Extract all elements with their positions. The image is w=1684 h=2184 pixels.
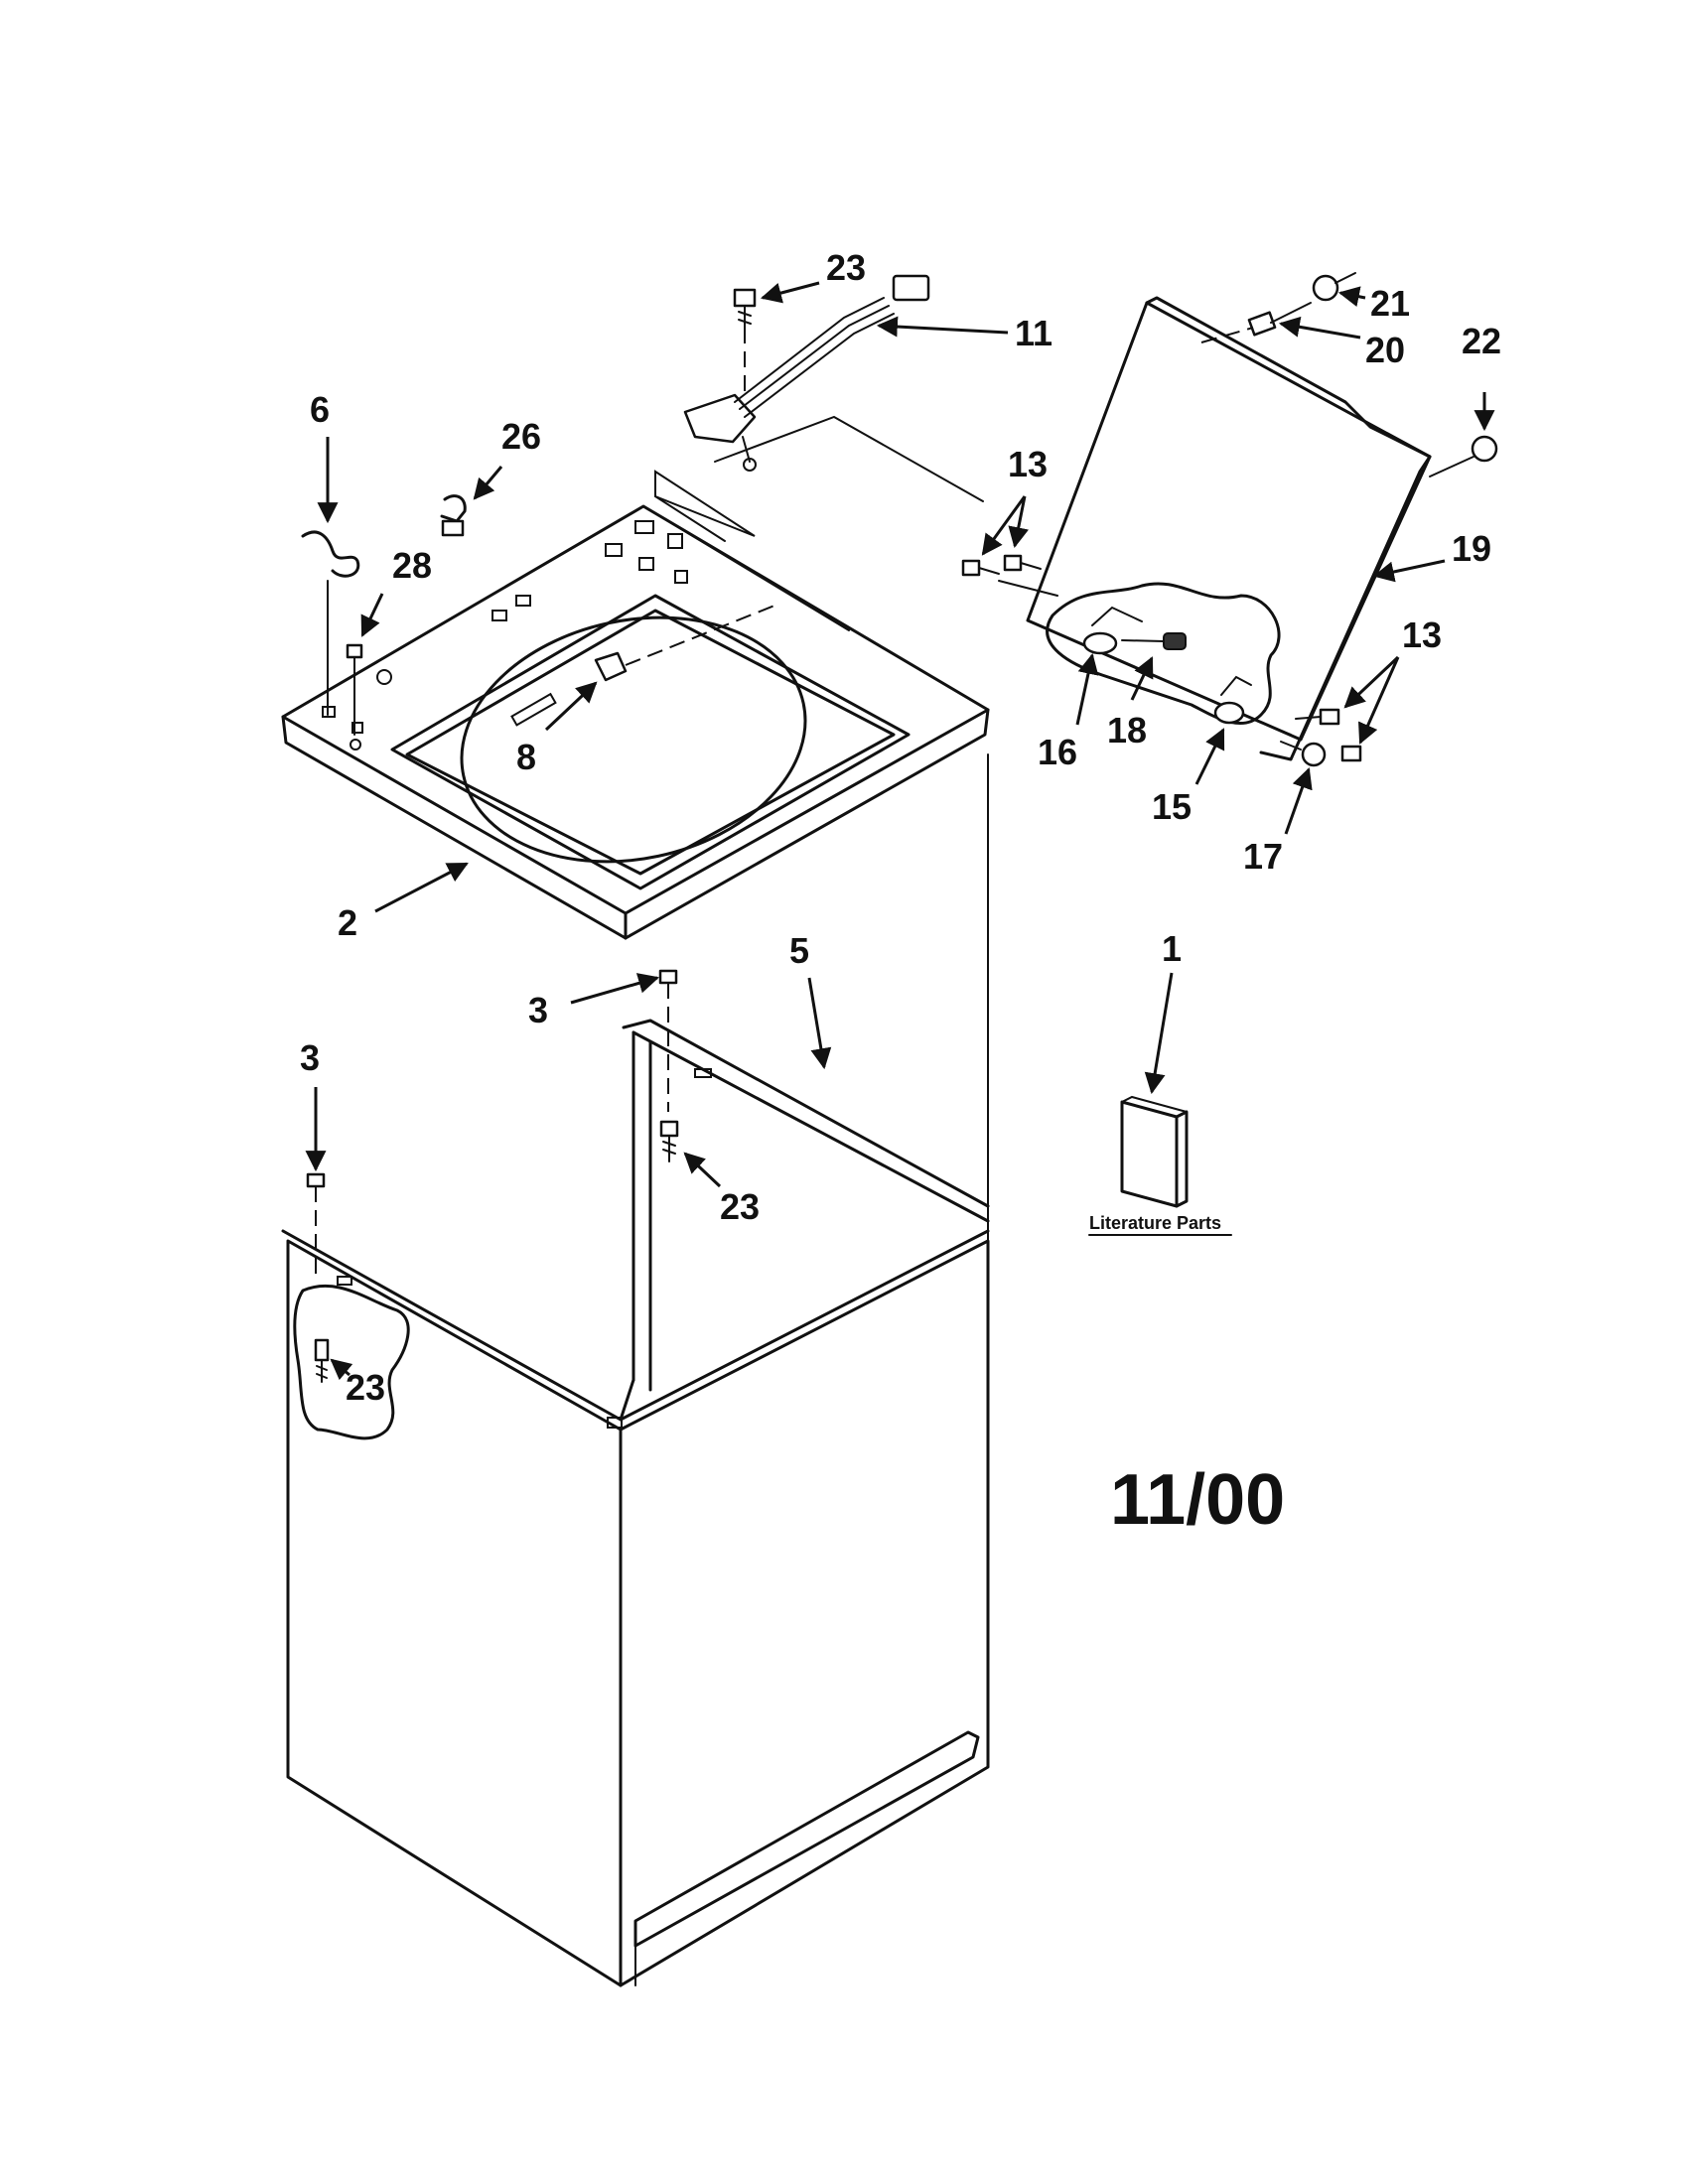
- literature-parts-label: Literature Parts: [1089, 1213, 1221, 1233]
- bolt-icon: [961, 554, 1058, 597]
- hinge-icon: [1213, 675, 1292, 736]
- callout-26: 26: [501, 416, 541, 457]
- callout-20: 20: [1365, 330, 1405, 370]
- lid: [1026, 296, 1432, 761]
- date-stamp: 11/00: [1110, 1460, 1285, 1540]
- callout-23-mid: 23: [720, 1186, 760, 1227]
- clip-icon: [440, 494, 467, 537]
- callout-22: 22: [1462, 321, 1501, 361]
- top-panel: [281, 415, 990, 940]
- callout-8: 8: [516, 737, 536, 777]
- cabinet: [281, 753, 990, 1987]
- callout-3-mid: 3: [528, 990, 548, 1030]
- callout-18: 18: [1107, 710, 1147, 751]
- callout-13-right: 13: [1402, 614, 1442, 655]
- callout-3-left: 3: [300, 1037, 320, 1078]
- literature-booklet: [1120, 1095, 1189, 1208]
- hinge-icon: [1082, 606, 1143, 655]
- bumper-icon: [1312, 272, 1356, 302]
- callout-15: 15: [1152, 786, 1192, 827]
- callout-16: 16: [1038, 732, 1077, 772]
- screw-icon: [659, 1120, 679, 1162]
- bolt-icon: [1295, 708, 1362, 762]
- screw-icon: [733, 288, 757, 392]
- callout-11: 11: [1015, 313, 1052, 353]
- callout-13-left: 13: [1008, 444, 1048, 484]
- callout-2: 2: [338, 902, 357, 943]
- lid-switch-harness: [654, 274, 930, 542]
- callout-17: 17: [1243, 836, 1283, 877]
- screw-icon: [314, 1338, 330, 1383]
- callout-arrows: [305, 281, 1495, 1381]
- callout-23: 23: [826, 247, 866, 288]
- callout-23-left: 23: [346, 1367, 385, 1408]
- clip-icon: [306, 969, 678, 1281]
- callout-19: 19: [1452, 528, 1491, 569]
- callout-21: 21: [1370, 283, 1410, 324]
- clip-icon: [301, 530, 360, 716]
- callout-28: 28: [392, 545, 432, 586]
- bushing-icon: [1280, 741, 1327, 767]
- clip-icon: [346, 643, 363, 736]
- nut-icon: [1429, 435, 1498, 478]
- callout-labels: 23 11 21 20 22 6 26 28 13 19 13 8 16 18 …: [300, 247, 1501, 1540]
- bushing-icon: [1121, 632, 1187, 650]
- hinge-pin-icon: [1200, 302, 1312, 343]
- cutaway-view-left: [293, 1284, 410, 1440]
- callout-6: 6: [310, 389, 330, 430]
- callout-5: 5: [789, 930, 809, 971]
- nozzle-icon: [594, 605, 775, 682]
- callout-1: 1: [1162, 928, 1182, 969]
